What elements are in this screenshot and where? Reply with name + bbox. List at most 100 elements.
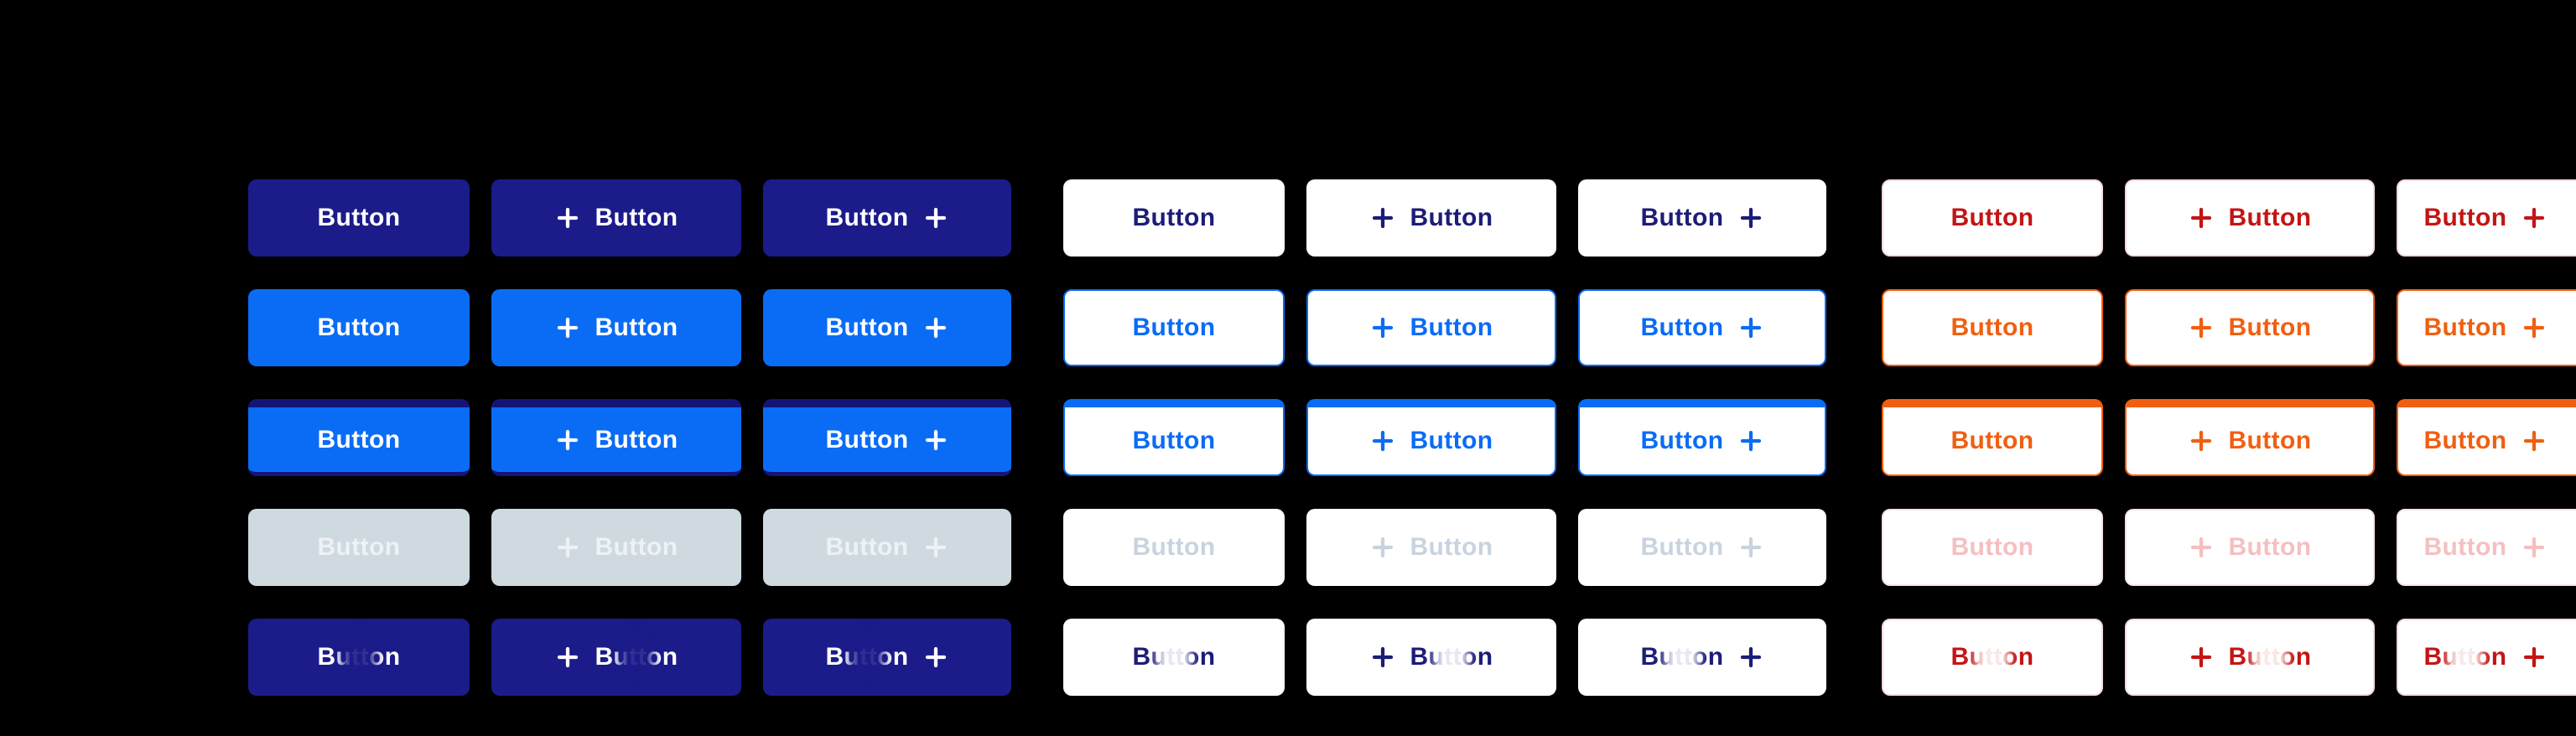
button-white-danger-buttons-row5-icon-left[interactable]: Button [2125, 619, 2375, 696]
plus-icon [1373, 536, 1394, 558]
button-white-blue-buttons-row5-icon-left[interactable]: Button [1306, 619, 1556, 696]
button-label: Button [1640, 427, 1724, 454]
button-row: Button Button Button [1063, 619, 1826, 696]
button-solid-blue-buttons-row3-label-only[interactable]: Button [248, 399, 470, 476]
ghost-overlay [2449, 635, 2482, 677]
button-white-danger-buttons-row2-label-only[interactable]: Button [1882, 289, 2103, 366]
button-label: Button [2423, 427, 2507, 454]
plus-icon [1373, 430, 1394, 452]
button-label: Button [1132, 533, 1216, 561]
button-row: Button Button Button [1882, 179, 2576, 257]
button-white-danger-buttons-row1-label-only[interactable]: Button [1882, 179, 2103, 257]
button-solid-blue-buttons-row1-icon-right[interactable]: Button [763, 179, 1011, 257]
plus-icon [2191, 207, 2212, 229]
button-solid-blue-buttons-row4-label-only[interactable]: Button [248, 509, 470, 586]
button-label: Button [1640, 314, 1724, 341]
button-label: Button [825, 314, 909, 341]
button-white-danger-buttons-row5-icon-right[interactable]: Button [2397, 619, 2576, 696]
button-label: Button [1950, 533, 2034, 561]
button-white-danger-buttons-row3-label-only[interactable]: Button [1882, 399, 2103, 476]
button-white-danger-buttons-row4-icon-right[interactable]: Button [2397, 509, 2576, 586]
button-label: Button [595, 314, 678, 341]
plus-icon [2523, 536, 2544, 558]
button-solid-blue-buttons-row2-icon-right[interactable]: Button [763, 289, 1011, 366]
button-white-blue-buttons-row1-label-only[interactable]: Button [1063, 179, 1285, 257]
button-white-blue-buttons-row4-label-only[interactable]: Button [1063, 509, 1285, 586]
button-white-blue-buttons-row1-icon-right[interactable]: Button [1578, 179, 1826, 257]
button-white-danger-buttons-row3-icon-left[interactable]: Button [2125, 399, 2375, 476]
button-white-danger-buttons-row1-icon-left[interactable]: Button [2125, 179, 2375, 257]
button-label: Button [1640, 204, 1724, 231]
button-white-blue-buttons-row3-label-only[interactable]: Button [1063, 399, 1285, 476]
plus-icon [2191, 646, 2212, 668]
button-white-danger-buttons-row1-icon-right[interactable]: Button [2397, 179, 2576, 257]
button-white-blue-buttons-row2-label-only[interactable]: Button [1063, 289, 1285, 366]
button-label: Button [317, 533, 401, 561]
button-row: Button Button Button [1882, 289, 2576, 366]
button-label: Button [1950, 635, 2033, 677]
button-solid-blue-buttons-row2-icon-left[interactable]: Button [491, 289, 741, 366]
button-solid-blue-buttons-row3-icon-right[interactable]: Button [763, 399, 1011, 476]
ghost-overlay [342, 635, 376, 677]
button-row: Button Button Button [1882, 509, 2576, 586]
plus-icon [1740, 536, 1761, 558]
button-row: Button Button Button [248, 289, 1011, 366]
button-row: Button Button Button [1063, 289, 1826, 366]
plus-icon [2191, 430, 2212, 452]
plus-icon [2191, 317, 2212, 339]
button-row: Button Button Button [1063, 509, 1826, 586]
button-white-danger-buttons-row2-icon-left[interactable]: Button [2125, 289, 2375, 366]
button-label: Button [825, 204, 909, 231]
button-label: Button [1132, 204, 1216, 231]
button-solid-blue-buttons-row1-label-only[interactable]: Button [248, 179, 470, 257]
button-white-blue-buttons-row2-icon-right[interactable]: Button [1578, 289, 1826, 366]
plus-icon [2523, 207, 2544, 229]
button-row: Button Button Button [1063, 179, 1826, 257]
button-white-blue-buttons-row5-icon-right[interactable]: Button [1578, 619, 1826, 696]
button-label: Button [1950, 204, 2034, 231]
plus-icon [558, 536, 579, 558]
button-white-blue-buttons-row3-icon-left[interactable]: Button [1306, 399, 1556, 476]
button-row: Button Button Button [248, 619, 1011, 696]
plus-icon [2523, 646, 2544, 668]
button-solid-blue-buttons-row4-icon-right[interactable]: Button [763, 509, 1011, 586]
button-label: Button [2423, 314, 2507, 341]
ghost-overlay [620, 635, 653, 677]
plus-icon [558, 207, 579, 229]
button-label: Button [1410, 635, 1493, 677]
button-white-danger-buttons-row4-icon-left[interactable]: Button [2125, 509, 2375, 586]
button-solid-blue-buttons-row5-icon-left[interactable]: Button [491, 619, 741, 696]
button-white-danger-buttons-row5-label-only[interactable]: Button [1882, 619, 2103, 696]
button-white-blue-buttons-row4-icon-right[interactable]: Button [1578, 509, 1826, 586]
button-label: Button [2423, 635, 2506, 677]
button-solid-blue-buttons-row3-icon-left[interactable]: Button [491, 399, 741, 476]
plus-icon [1740, 430, 1761, 452]
button-solid-blue-buttons-row1-icon-left[interactable]: Button [491, 179, 741, 257]
button-white-blue-buttons-row1-icon-left[interactable]: Button [1306, 179, 1556, 257]
button-label: Button [1410, 427, 1493, 454]
button-solid-blue-buttons-row2-label-only[interactable]: Button [248, 289, 470, 366]
plus-icon [2523, 430, 2544, 452]
button-label: Button [595, 635, 678, 677]
button-row: Button Button Button [248, 509, 1011, 586]
button-white-blue-buttons-row2-icon-left[interactable]: Button [1306, 289, 1556, 366]
button-white-blue-buttons-row4-icon-left[interactable]: Button [1306, 509, 1556, 586]
button-solid-blue-buttons-row4-icon-left[interactable]: Button [491, 509, 741, 586]
button-white-danger-buttons-row3-icon-right[interactable]: Button [2397, 399, 2576, 476]
button-white-danger-buttons-row4-label-only[interactable]: Button [1882, 509, 2103, 586]
button-white-blue-buttons-row3-icon-right[interactable]: Button [1578, 399, 1826, 476]
button-label: Button [1410, 533, 1493, 561]
button-solid-blue-buttons-row5-icon-right[interactable]: Button [763, 619, 1011, 696]
plus-icon [558, 317, 579, 339]
ghost-overlay [850, 635, 884, 677]
ghost-overlay [2253, 635, 2287, 677]
button-label: Button [825, 425, 909, 454]
button-solid-blue-buttons-row5-label-only[interactable]: Button [248, 619, 470, 696]
ghost-overlay [1435, 635, 1468, 677]
button-label: Button [1410, 314, 1493, 341]
button-label: Button [2228, 314, 2312, 341]
button-label: Button [595, 204, 678, 231]
button-label: Button [317, 425, 401, 454]
button-white-danger-buttons-row2-icon-right[interactable]: Button [2397, 289, 2576, 366]
button-white-blue-buttons-row5-label-only[interactable]: Button [1063, 619, 1285, 696]
